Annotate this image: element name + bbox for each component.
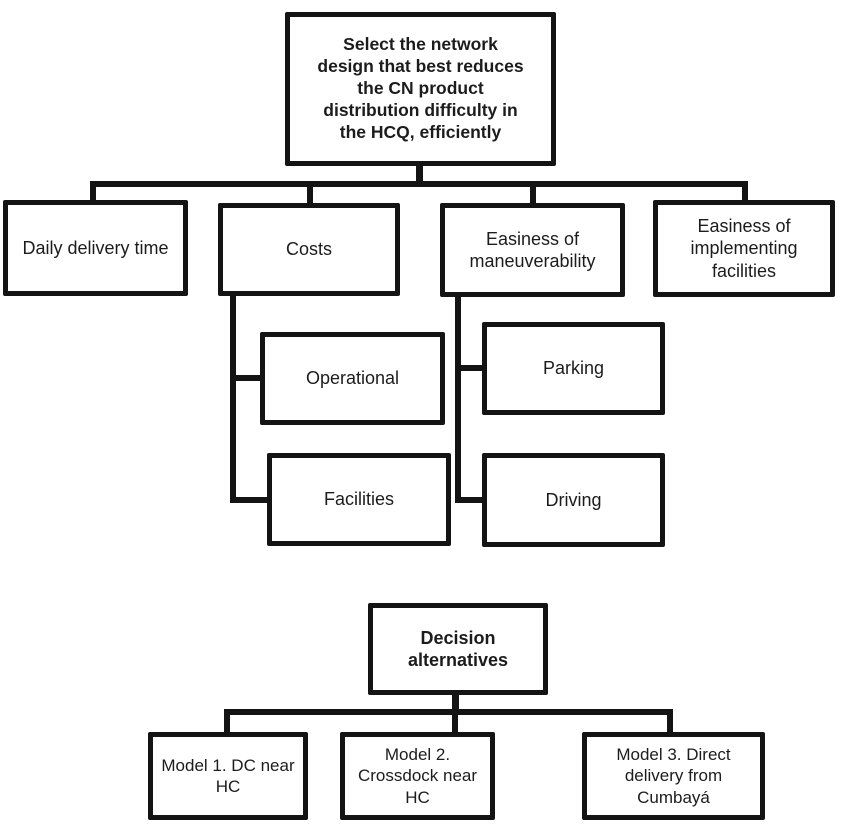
node-daily-delivery-time: Daily delivery time [3,200,188,296]
connector-maneuver-vertical [455,293,461,503]
connector-criteria-bus [90,181,748,187]
node-model3-label: Model 3. Direct delivery from Cumbayá [616,745,731,807]
node-facilities: Facilities [267,453,451,546]
node-driving-label: Driving [545,489,602,510]
node-operational: Operational [260,332,445,425]
connector-drop-implement [742,181,748,203]
connector-root-stub [416,160,423,187]
connector-drop-model1 [224,709,230,735]
node-easiness-of-maneuverability-label: Easiness of maneuverability [469,228,596,272]
connector-costs-vertical [230,292,236,503]
connector-driving-stub [455,497,485,503]
node-easiness-of-implementing-facilities: Easiness of implementing facilities [653,200,835,297]
node-easiness-of-implementing-facilities-label: Easiness of implementing facilities [690,215,798,281]
node-parking-label: Parking [542,358,605,379]
connector-drop-maneuver [530,181,536,206]
connector-operational-stub [230,375,263,381]
node-driving: Driving [482,453,665,547]
node-model3-direct-delivery-cumbaya: Model 3. Direct delivery from Cumbayá [582,732,765,820]
node-goal-label: Select the network design that best redu… [317,34,524,142]
node-model1-label: Model 1. DC near HC [161,755,295,796]
node-operational-label: Operational [305,368,400,389]
connector-facilities-stub [230,497,270,503]
node-model2-label: Model 2. Crossdock near HC [357,745,478,807]
connector-alternatives-bus [224,709,673,715]
node-decision-alternatives: Decision alternatives [368,603,548,695]
connector-drop-costs [307,181,313,206]
connector-drop-daily [90,181,96,203]
node-easiness-of-maneuverability: Easiness of maneuverability [440,203,625,297]
node-daily-delivery-time-label: Daily delivery time [22,237,169,258]
node-costs-label: Costs [285,239,332,260]
node-model1-dc-near-hc: Model 1. DC near HC [148,732,308,820]
node-costs: Costs [218,203,400,296]
connector-drop-model3 [667,709,673,735]
node-model2-crossdock-near-hc: Model 2. Crossdock near HC [340,732,495,820]
connector-parking-stub [455,365,485,371]
connector-drop-model2 [452,709,458,735]
node-decision-alternatives-label: Decision alternatives [407,627,509,671]
node-goal: Select the network design that best redu… [285,12,556,166]
connector-decision-stub [452,692,459,715]
node-parking: Parking [482,322,665,415]
node-facilities-label: Facilities [323,489,394,510]
